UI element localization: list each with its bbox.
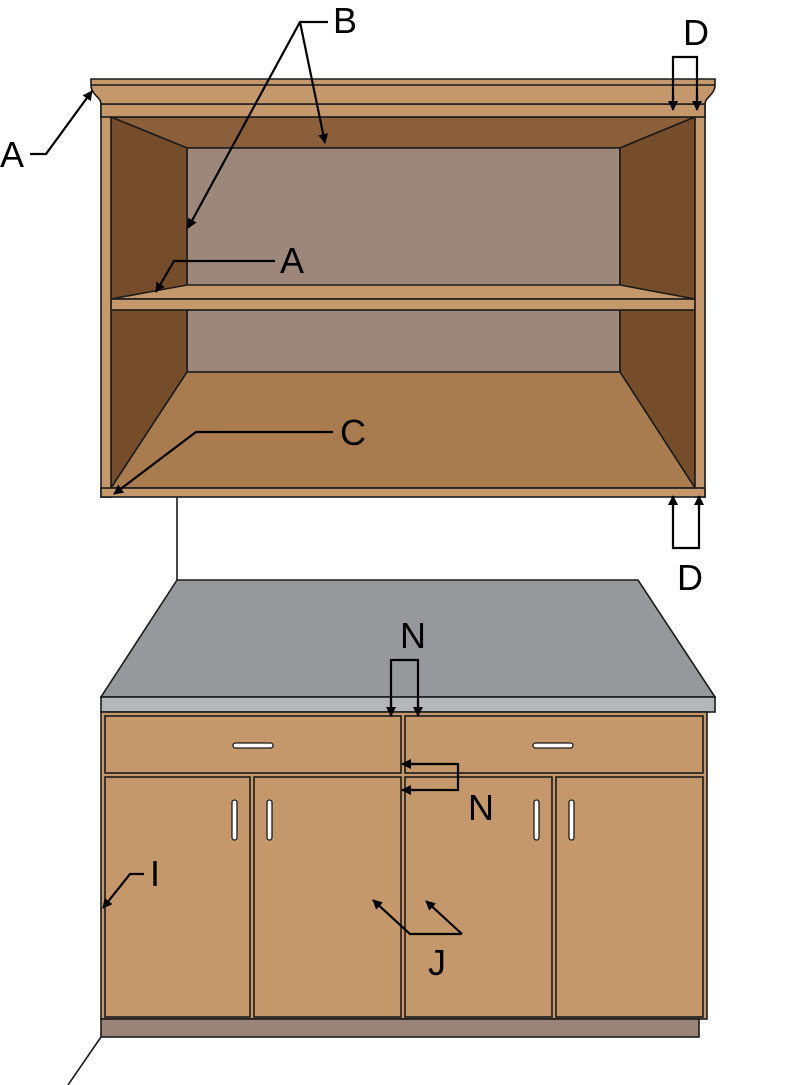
- label-n-top: N: [400, 615, 426, 656]
- door-3: [404, 776, 553, 1018]
- upper-left-stile: [100, 103, 112, 498]
- callouts: A B A C D D N N I J: [0, 0, 709, 983]
- upper-cabinet: [90, 78, 716, 498]
- lower-cabinet: [99, 579, 717, 1038]
- door-2-handle: [266, 799, 273, 841]
- right-drawer-handle: [532, 742, 574, 749]
- crown-molding: [90, 78, 716, 105]
- label-c: C: [340, 412, 366, 453]
- upper-top-rail: [100, 103, 706, 118]
- label-i: I: [150, 853, 160, 894]
- upper-shelf-front: [110, 298, 696, 311]
- upper-bottom-panel: [109, 371, 697, 489]
- upper-top-panel: [110, 116, 696, 149]
- toe-kick: [100, 1018, 700, 1038]
- door-3-handle: [533, 799, 540, 841]
- left-drawer-handle: [232, 742, 274, 749]
- label-n-side: N: [468, 787, 494, 828]
- door-1-handle: [231, 799, 238, 841]
- door-2: [253, 776, 402, 1018]
- upper-bottom-rail: [100, 487, 706, 498]
- door-1: [104, 776, 251, 1018]
- label-d-bottom: D: [677, 557, 703, 598]
- label-j: J: [428, 942, 446, 983]
- upper-shelf-top: [110, 284, 696, 300]
- label-b: B: [333, 0, 357, 41]
- label-a-shelf: A: [280, 240, 304, 281]
- floor-line: [67, 1036, 102, 1085]
- door-4: [555, 776, 704, 1018]
- upper-right-stile: [694, 103, 706, 498]
- label-d-top: D: [683, 12, 709, 53]
- label-a-crown: A: [0, 134, 24, 175]
- countertop-edge: [100, 696, 716, 713]
- door-4-handle: [568, 799, 575, 841]
